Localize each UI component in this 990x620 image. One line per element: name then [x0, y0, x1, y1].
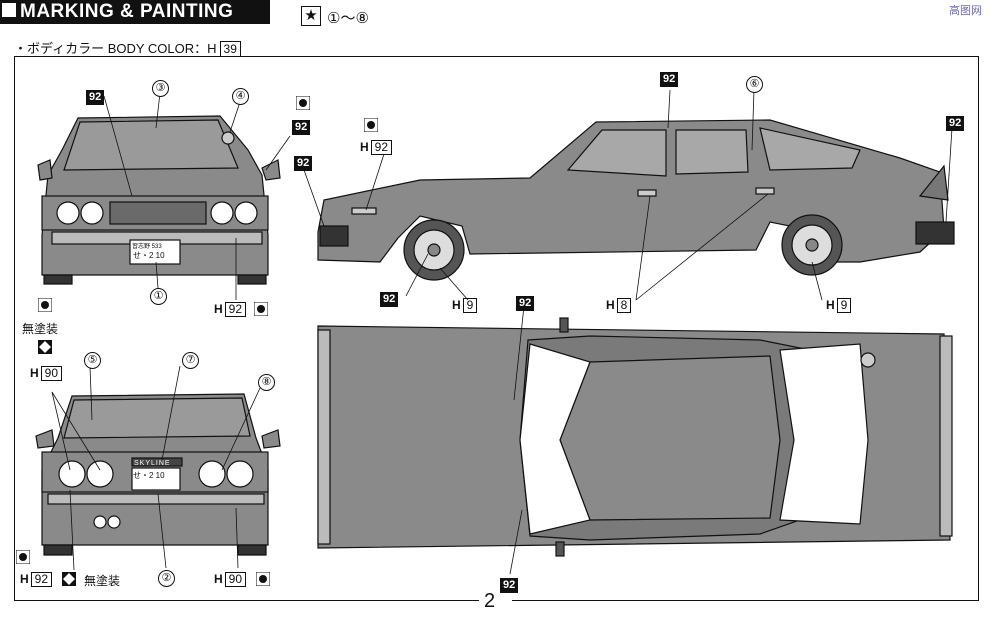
frame-bottom-right: [512, 600, 979, 601]
decal-code: 92: [516, 296, 535, 311]
watermark: 高图网: [949, 5, 982, 17]
top-view-drawing: [317, 317, 953, 557]
star-icon: ★: [301, 6, 321, 26]
paint-symbol-icon: [38, 298, 52, 312]
callout: ⑤: [84, 352, 101, 369]
page-number: 2: [484, 590, 496, 612]
body-color-label: ・ボディカラー BODY COLOR：H: [14, 41, 217, 56]
callout: ③: [152, 80, 169, 97]
metal-symbol-icon: [38, 340, 52, 354]
callout: ⑥: [746, 76, 763, 93]
decal-code: 92: [294, 156, 313, 171]
plate-top-text: 習志野 533: [132, 244, 162, 250]
paint-symbol-icon: [16, 550, 30, 564]
body-color-code: 39: [219, 41, 241, 57]
decal-code: 92: [86, 90, 105, 105]
frame-top: [14, 56, 979, 57]
unpainted-label: 無塗装: [22, 322, 59, 336]
frame-left: [14, 56, 15, 601]
callout: ⑦: [182, 352, 199, 369]
frame-right: [978, 56, 979, 601]
decal-code: 92: [292, 120, 311, 135]
trunk-badge: SKYLINE: [134, 460, 171, 467]
decal-code: 92: [660, 72, 679, 87]
section-title: MARKING & PAINTING: [0, 0, 270, 24]
paint-symbol-icon: [364, 118, 378, 132]
frame-bottom-left: [14, 600, 479, 601]
callout: ①: [150, 288, 167, 305]
header-flag-icon: [2, 3, 16, 17]
paint-symbol-icon: [296, 96, 310, 110]
plate-text: せ・2 10: [133, 471, 165, 480]
callout: ⑧: [258, 374, 275, 391]
decal-range: ①〜⑧: [327, 10, 369, 27]
callout: ④: [232, 88, 249, 105]
paint-symbol-icon: [254, 302, 268, 316]
decal-code: 92: [500, 578, 519, 593]
plate-text: せ・2 10: [133, 251, 165, 260]
metal-symbol-icon: [62, 572, 76, 586]
paint-symbol-icon: [256, 572, 270, 586]
unpainted-label: 無塗装: [84, 574, 121, 588]
decal-code: 92: [946, 116, 965, 131]
decal-code: 92: [380, 292, 399, 307]
callout: ②: [158, 570, 175, 587]
side-view-drawing: [317, 119, 955, 281]
